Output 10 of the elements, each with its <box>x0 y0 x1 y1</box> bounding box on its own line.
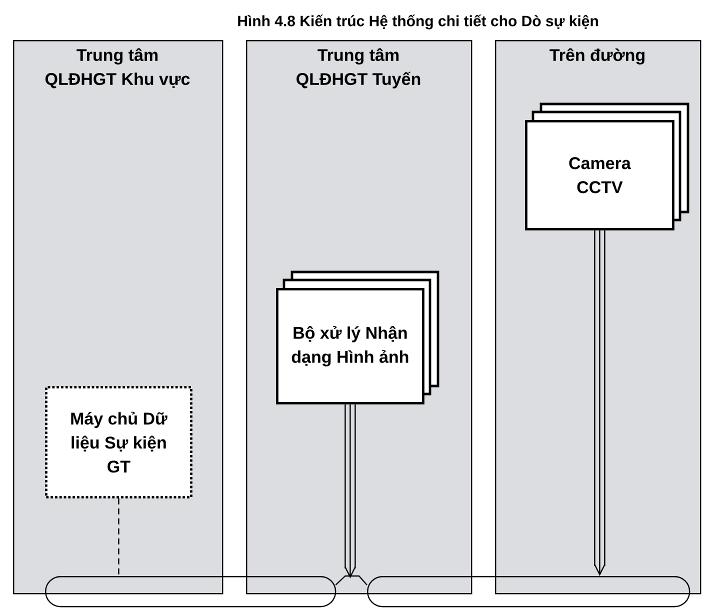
stacked-box: Bộ xử lý Nhận dạng Hình ảnh <box>276 270 440 404</box>
network-link <box>45 576 336 608</box>
connector <box>118 498 120 576</box>
network-link <box>367 576 690 608</box>
stacked-box: Camera CCTV <box>525 102 690 230</box>
server-box: Máy chủ Dữ liệu Sự kiện GT <box>45 386 192 498</box>
pipe-connector <box>344 404 356 578</box>
connector <box>335 575 368 586</box>
pipe-connector <box>594 230 606 576</box>
figure-title: Hình 4.8 Kiến trúc Hệ thống chi tiết cho Dò sự kiện <box>238 14 598 30</box>
